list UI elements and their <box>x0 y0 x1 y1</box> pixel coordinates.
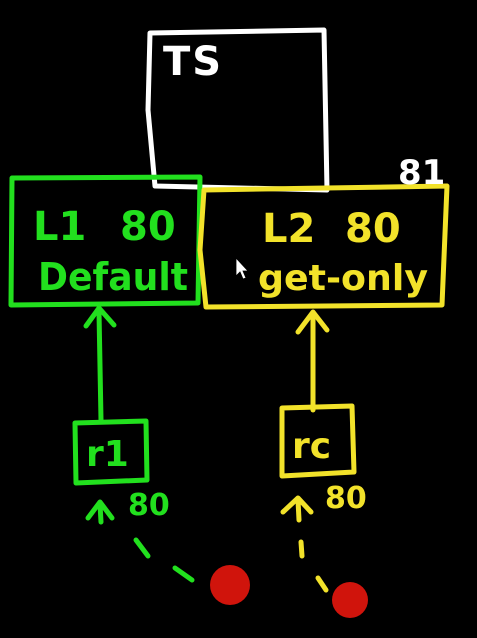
arrow-up-icon <box>295 309 330 335</box>
r1-to-l1-arrow <box>83 305 117 423</box>
r1-box <box>72 418 150 486</box>
r1-label: r1 <box>86 434 129 475</box>
r2-dashed-path <box>298 539 329 593</box>
r2-incoming-port: 80 <box>325 481 367 516</box>
r1-node: r1 <box>72 418 150 486</box>
r2-to-l2-arrow <box>295 309 330 413</box>
l1-port: 80 <box>120 204 176 250</box>
l2-extra-port: 81 <box>398 153 445 193</box>
r1-dashed-path <box>133 537 195 583</box>
l1-node: L1 80 Default <box>8 174 203 308</box>
mouse-pointer-icon <box>235 256 249 280</box>
r2-box <box>279 403 357 479</box>
client-dot-icon <box>332 582 368 618</box>
l1-mode: Default <box>38 255 188 299</box>
l2-name: L2 <box>262 206 315 252</box>
l1-name: L1 <box>33 204 86 250</box>
r1-incoming: 80 <box>85 488 195 583</box>
r2-incoming: 80 <box>280 481 367 593</box>
r1-to-l1-line <box>96 309 104 423</box>
arrow-up-icon <box>280 495 314 523</box>
l2-port: 80 <box>345 206 401 252</box>
ts-node: TS <box>145 27 330 193</box>
ts-label: TS <box>163 39 223 85</box>
l2-mode: get-only <box>258 258 428 299</box>
arrow-up-icon <box>85 499 115 525</box>
l1-box <box>8 174 203 308</box>
r2-node: rc <box>279 403 357 479</box>
l2-box <box>197 183 450 310</box>
r2-label: rc <box>292 426 331 467</box>
client-dot-icon <box>210 565 250 605</box>
l2-node: L2 80 get-only 81 <box>197 153 450 310</box>
arrow-up-icon <box>83 305 117 329</box>
r1-incoming-port: 80 <box>128 488 170 523</box>
